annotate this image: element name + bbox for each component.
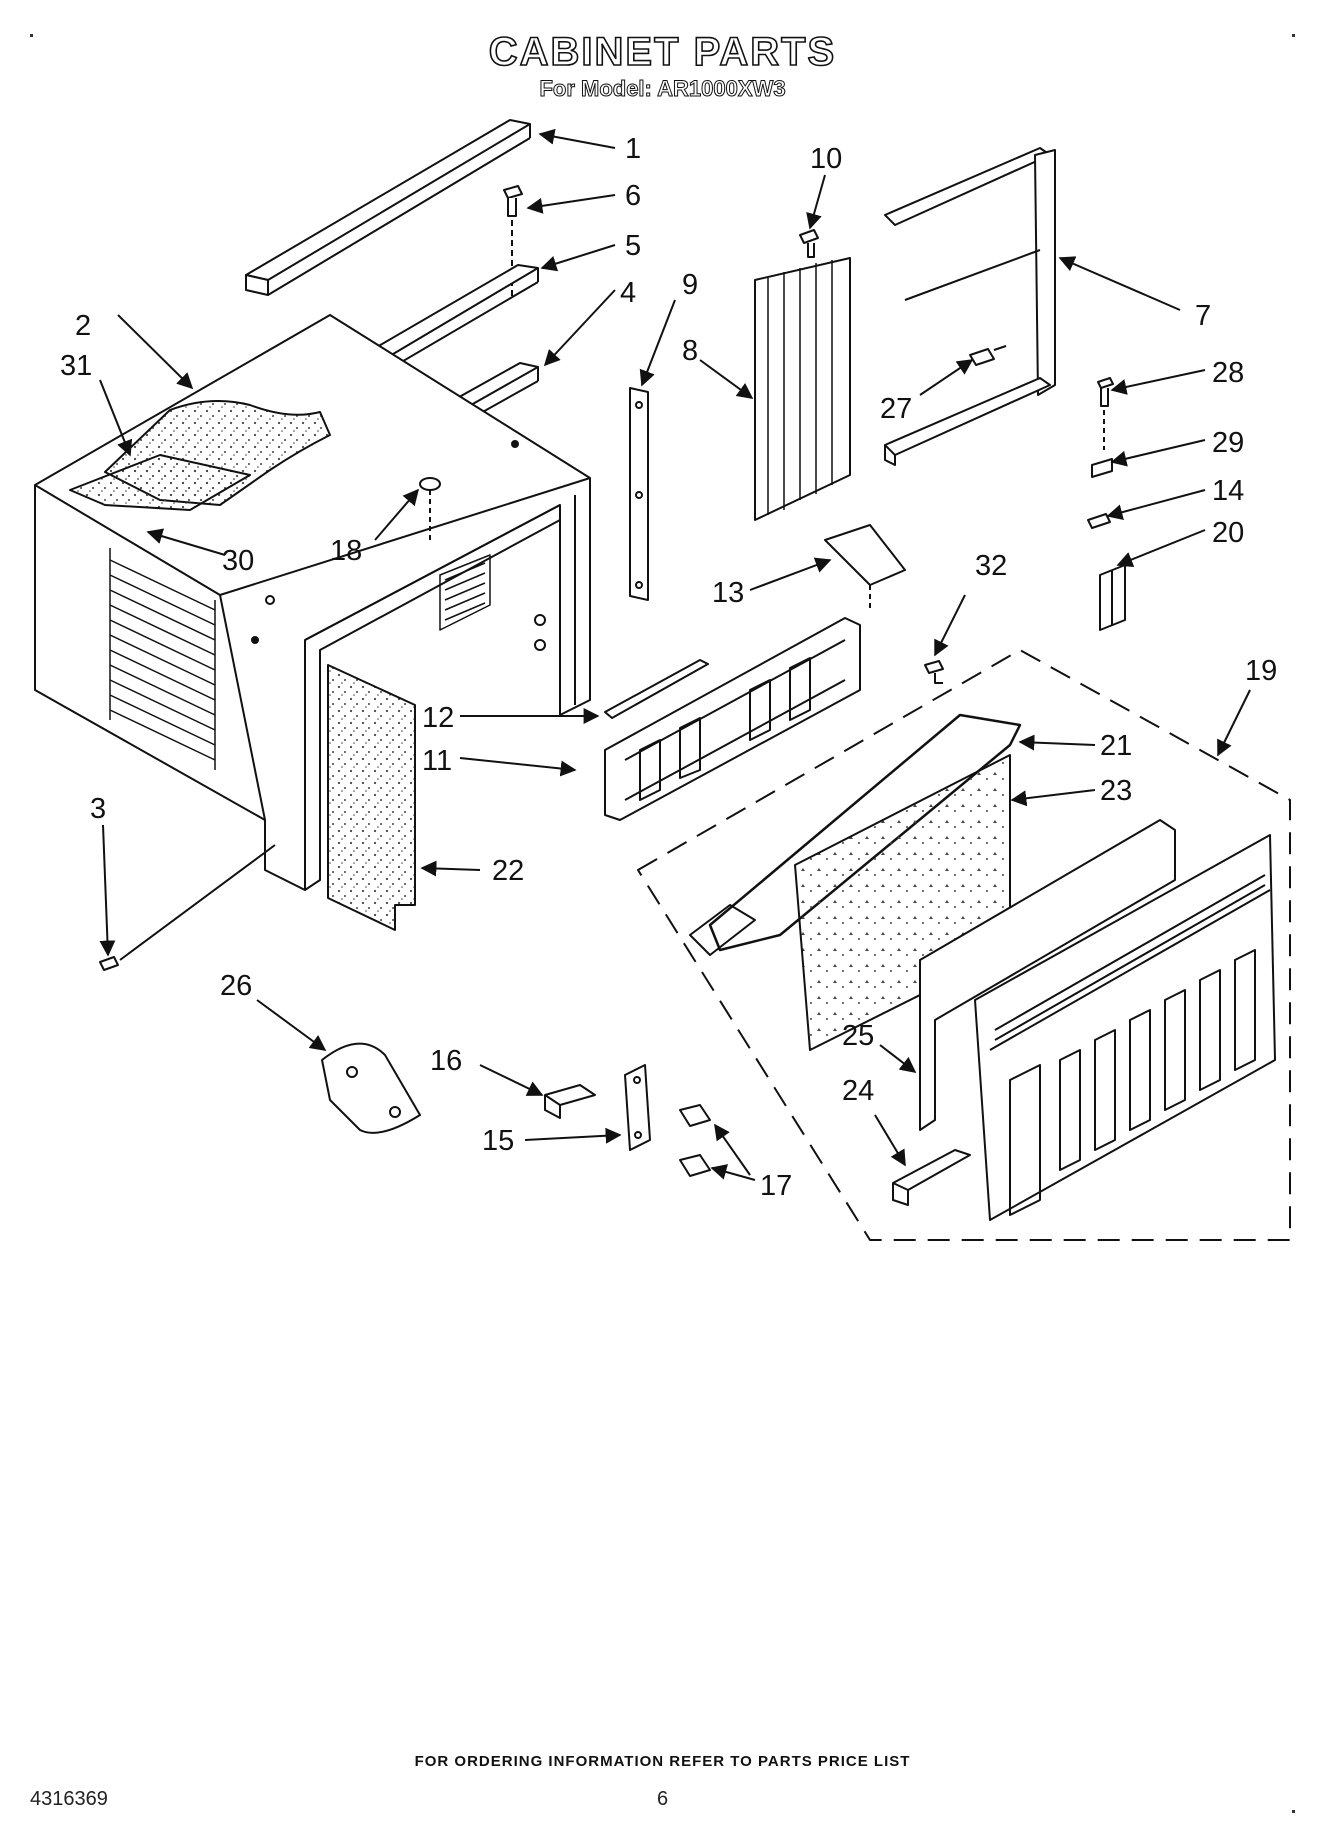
part-7-side-frame [884, 147, 1056, 466]
callout-29: 29 [1212, 427, 1244, 459]
part-15-plate [624, 1064, 651, 1151]
callout-24: 24 [842, 1075, 874, 1107]
callout-1: 1 [625, 133, 641, 165]
part-9-side-strip [629, 387, 649, 601]
callout-27: 27 [880, 393, 912, 425]
callout-11: 11 [422, 745, 452, 777]
callout-3: 3 [90, 793, 106, 825]
part-19-front-panel-group [637, 649, 1291, 1241]
part-12-strip [604, 659, 709, 719]
part-1-top-rail [245, 119, 531, 296]
callout-13: 13 [712, 577, 744, 609]
callout-20: 20 [1212, 517, 1244, 549]
part-24-strip [892, 1149, 971, 1206]
registration-mark [1292, 34, 1295, 37]
callout-30: 30 [222, 545, 254, 577]
callout-19: 19 [1245, 655, 1277, 687]
callout-10: 10 [810, 143, 842, 175]
internal-coil [439, 554, 491, 631]
ordering-note: FOR ORDERING INFORMATION REFER TO PARTS … [414, 1753, 911, 1770]
callout-21: 21 [1100, 730, 1132, 762]
callout-numbers: 1 6 5 4 9 8 10 7 27 28 29 14 20 2 31 30 … [60, 133, 1277, 1202]
callout-18: 18 [330, 535, 362, 567]
part-18-plug [419, 477, 441, 540]
registration-mark [1292, 1810, 1295, 1813]
part-11-bracket [604, 617, 861, 821]
part-29-clip [1091, 458, 1113, 478]
callout-32: 32 [975, 550, 1007, 582]
callout-8: 8 [682, 335, 698, 367]
callout-26: 26 [220, 970, 252, 1002]
front-grille [974, 834, 1276, 1221]
part-27-fastener [969, 345, 1007, 366]
leader-lines [99, 128, 1251, 1181]
callout-17: 17 [760, 1170, 792, 1202]
callout-7: 7 [1195, 300, 1211, 332]
callout-12: 12 [422, 702, 454, 734]
callout-25: 25 [842, 1020, 874, 1052]
part-26-bracket-assembly [321, 1042, 421, 1134]
part-17-plugs [679, 1104, 711, 1177]
part-28-screw [1097, 377, 1114, 450]
callout-28: 28 [1212, 357, 1244, 389]
part-30-insulation-pad [69, 454, 251, 511]
callout-9: 9 [682, 269, 698, 301]
part-8-accordion-curtain [754, 257, 851, 521]
page-number: 6 [656, 1788, 669, 1810]
callout-6: 6 [625, 180, 641, 212]
part-3-screw [99, 844, 276, 971]
callout-14: 14 [1212, 475, 1244, 507]
part-14-clip [1087, 513, 1111, 529]
callout-23: 23 [1100, 775, 1132, 807]
model-subtitle: For Model: AR1000XW3 [539, 76, 786, 102]
part-20-bracket [1099, 564, 1126, 631]
callout-31: 31 [60, 350, 92, 382]
part-16-block [544, 1084, 596, 1119]
part-13-latch [824, 524, 906, 610]
callout-16: 16 [430, 1045, 462, 1077]
callout-5: 5 [625, 230, 641, 262]
callout-4: 4 [620, 277, 636, 309]
part-32-screw [924, 660, 944, 684]
callout-2: 2 [75, 310, 91, 342]
part-25-gasket [919, 819, 1176, 1131]
part-21-handle-wire [689, 713, 1022, 956]
callout-22: 22 [492, 855, 524, 887]
document-number: 4316369 [30, 1788, 108, 1810]
page-title: CABINET PARTS [488, 29, 837, 75]
part-10-screw [799, 229, 819, 258]
part-6-screw [503, 185, 523, 300]
part-22-side-insulation [327, 664, 416, 931]
part-2-cabinet-shell [34, 314, 591, 891]
registration-mark [30, 34, 33, 37]
callout-15: 15 [482, 1125, 514, 1157]
